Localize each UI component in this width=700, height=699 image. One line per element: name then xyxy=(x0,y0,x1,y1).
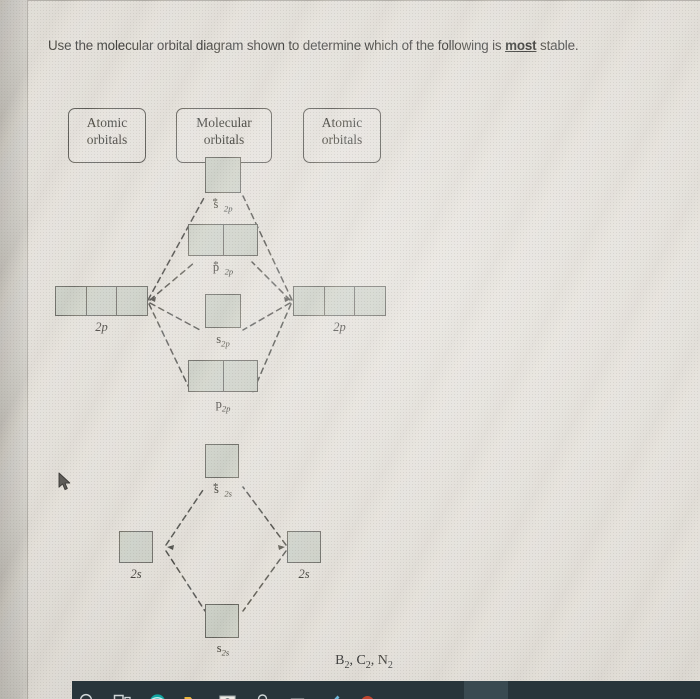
taskbar[interactable] xyxy=(72,681,700,699)
question-prompt: Use the molecular orbital diagram shown … xyxy=(48,38,688,53)
label-text: 2s xyxy=(298,567,310,581)
molecular-orbital-sigma-2s-star xyxy=(205,444,239,478)
column-header-line2: orbitals xyxy=(86,131,128,147)
question-text-before: Use the molecular orbital diagram shown … xyxy=(48,38,506,53)
store-icon[interactable] xyxy=(253,692,272,699)
mail-icon[interactable] xyxy=(288,692,307,699)
label-sigma-2s: s2s xyxy=(216,641,230,658)
label-sigma-2p: s2p xyxy=(216,332,230,349)
link-right2s-sigma2s xyxy=(242,550,287,612)
atomic-orbital-left-2p xyxy=(55,286,148,316)
orbital-cell xyxy=(224,225,258,255)
orbital-cell xyxy=(117,287,147,315)
taskbar-icon-group xyxy=(78,692,377,699)
orbital-cell xyxy=(294,287,325,315)
column-header-line2: orbitals xyxy=(321,131,363,147)
label-left-2p: 2p xyxy=(55,320,148,335)
column-header-line1: Atomic xyxy=(86,115,128,130)
question-text-after: stable. xyxy=(536,38,579,53)
molecular-orbital-sigma-2p xyxy=(205,294,241,328)
orbital-cell xyxy=(325,287,356,315)
label-sigma-2p-star: s*2p xyxy=(212,196,233,214)
worksheet-page: Use the molecular orbital diagram shown … xyxy=(27,0,700,699)
column-header-line1: Atomic xyxy=(321,115,363,130)
molecular-orbital-sigma-2s xyxy=(205,604,239,638)
atomic-orbital-left-2s xyxy=(119,531,153,563)
column-header-atomic-right: Atomic orbitals xyxy=(303,108,381,163)
file-explorer-icon[interactable] xyxy=(183,692,202,699)
atomic-orbital-right-2p xyxy=(293,286,386,316)
task-view-icon[interactable] xyxy=(113,692,132,699)
column-header-line2: orbitals xyxy=(203,131,245,147)
molecular-orbital-sigma-2p-star xyxy=(205,157,241,193)
orbital-cell xyxy=(189,361,224,391)
label-pi-2p-star: p*2p xyxy=(212,259,234,277)
label-right-2p: 2p xyxy=(293,320,386,335)
browser-icon[interactable] xyxy=(148,692,167,699)
molecular-orbital-pi-2p-star xyxy=(188,224,258,256)
search-icon[interactable] xyxy=(78,692,97,699)
atomic-orbital-right-2s xyxy=(287,531,321,563)
column-header-molecular: Molecular orbitals xyxy=(176,108,272,163)
column-header-line1: Molecular xyxy=(196,115,252,130)
arrow-pointer-icon xyxy=(58,472,71,491)
link-left2s-sigma2s xyxy=(165,550,206,612)
question-emphasis-most: most xyxy=(505,38,537,53)
media-icon[interactable] xyxy=(358,692,377,699)
label-pi-2p: p2p xyxy=(215,397,231,414)
label-text: 2s xyxy=(130,567,142,581)
photos-icon[interactable] xyxy=(218,692,237,699)
orbital-cell xyxy=(87,287,118,315)
orbital-cell xyxy=(224,361,258,391)
link-left2p-pi2p xyxy=(148,303,193,395)
label-text: 2p xyxy=(333,320,346,334)
orbital-cell xyxy=(56,287,87,315)
link-right2p-sigma2p xyxy=(242,302,291,331)
link-left2p-sigma2p xyxy=(149,302,201,331)
taskbar-active-app-highlight[interactable] xyxy=(464,681,508,699)
molecular-orbital-pi-2p xyxy=(188,360,258,392)
orbital-cell xyxy=(355,287,385,315)
column-header-atomic-left: Atomic orbitals xyxy=(68,108,146,163)
diagram-caption: B2, C2, N2 xyxy=(335,653,393,671)
label-left-2s: 2s xyxy=(113,567,159,582)
page-outer-margin xyxy=(0,0,27,699)
orbital-cell xyxy=(189,225,224,255)
label-sigma-2s-star: s*2s xyxy=(212,481,233,499)
editor-icon[interactable] xyxy=(323,692,342,699)
label-right-2s: 2s xyxy=(281,567,327,582)
label-text: 2p xyxy=(95,320,108,334)
